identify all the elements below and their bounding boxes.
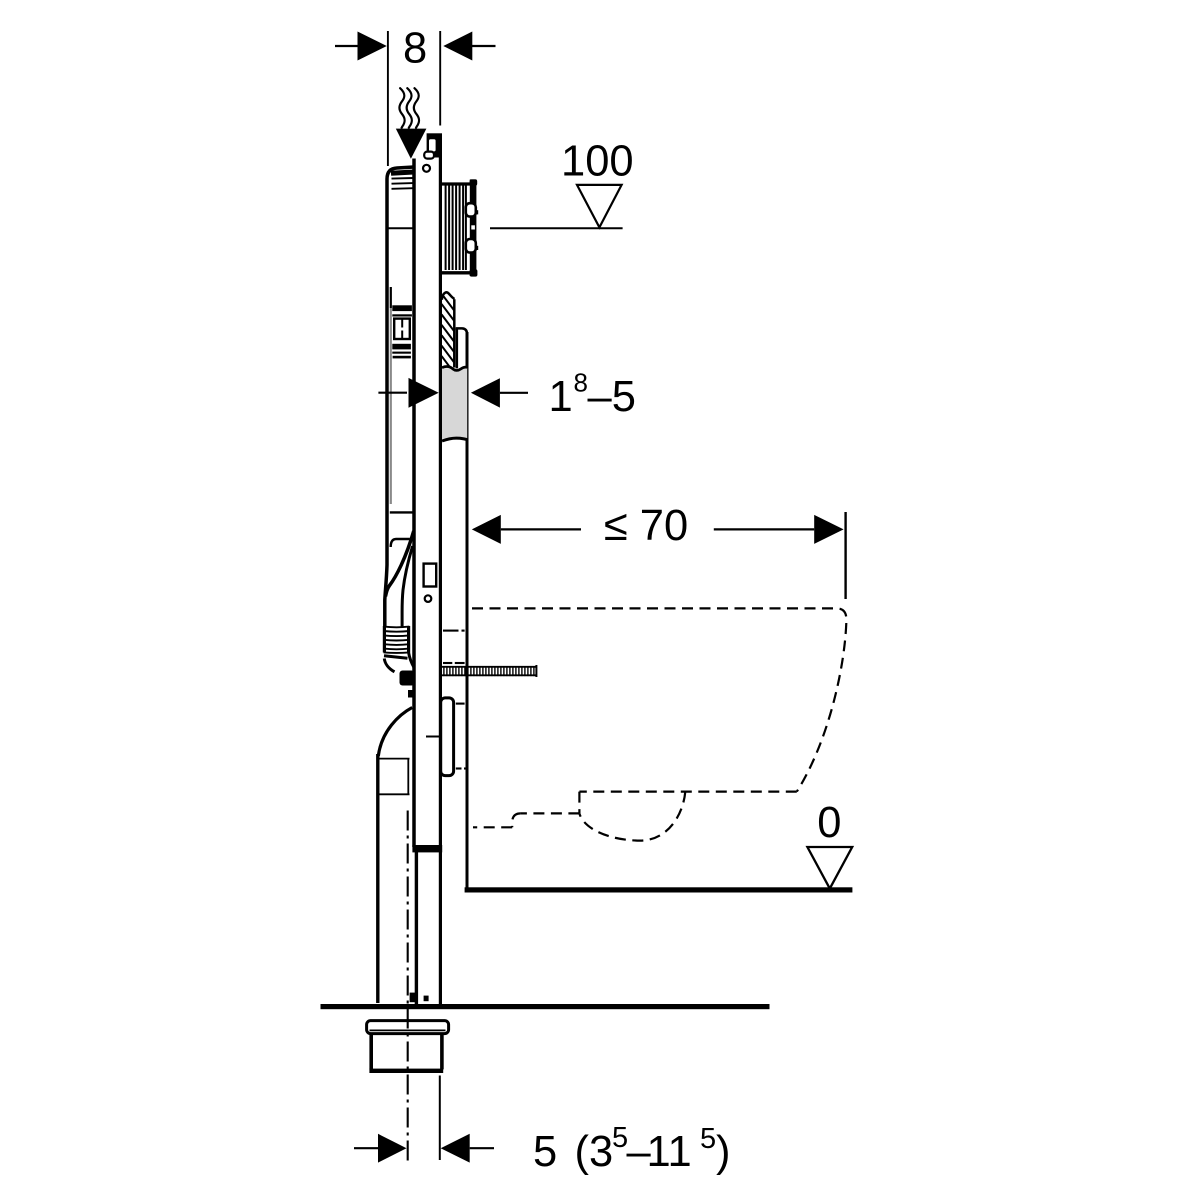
svg-text:(3: (3 bbox=[575, 1128, 614, 1176]
svg-text:100: 100 bbox=[561, 138, 634, 186]
svg-text:–5: –5 bbox=[588, 373, 636, 421]
svg-text:5: 5 bbox=[612, 1122, 628, 1154]
svg-text:8: 8 bbox=[403, 25, 427, 73]
svg-text:11: 11 bbox=[647, 1128, 692, 1176]
svg-text:0: 0 bbox=[817, 799, 841, 847]
svg-text:–: – bbox=[627, 1128, 652, 1176]
svg-text:8: 8 bbox=[574, 367, 588, 397]
svg-text:≤ 70: ≤ 70 bbox=[604, 502, 688, 550]
svg-text:1: 1 bbox=[549, 373, 573, 421]
svg-text:5: 5 bbox=[533, 1128, 557, 1176]
svg-text:): ) bbox=[716, 1128, 731, 1176]
svg-text:5: 5 bbox=[700, 1123, 716, 1155]
